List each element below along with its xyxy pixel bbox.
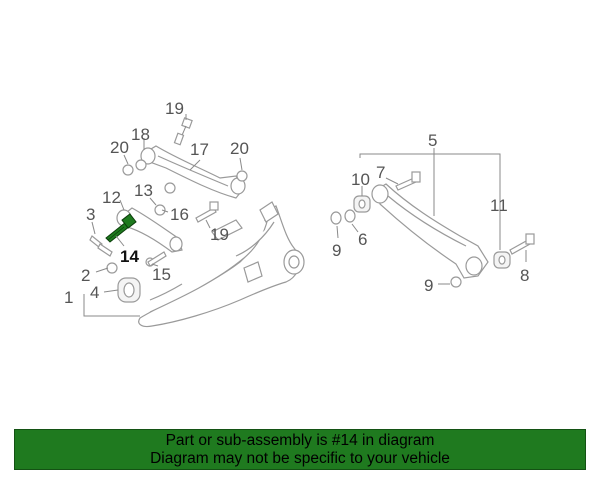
callout-9-bottom: 9 [424, 276, 433, 295]
callout-2: 2 [81, 266, 90, 285]
callout-19-lower: 19 [210, 225, 229, 244]
callout-3: 3 [86, 205, 95, 224]
callout-12: 12 [102, 188, 121, 207]
callout-16: 16 [170, 205, 189, 224]
callout-14: 14 [120, 247, 139, 266]
callout-4: 4 [90, 283, 99, 302]
callout-20-right: 20 [230, 139, 249, 158]
small-hardware-right [330, 171, 535, 288]
callout-18: 18 [131, 125, 150, 144]
callout-5: 5 [428, 131, 437, 150]
callout-labels: 19 18 17 20 20 13 12 16 3 14 19 2 15 1 4… [64, 99, 529, 307]
trailing-arm [138, 201, 305, 328]
info-banner: Part or sub-assembly is #14 in diagram D… [14, 429, 586, 470]
upper-arm-17 [140, 145, 246, 199]
callout-13: 13 [134, 181, 153, 200]
callout-20-left: 20 [110, 138, 129, 157]
callout-15: 15 [152, 265, 171, 284]
banner-line-2: Diagram may not be specific to your vehi… [150, 450, 450, 467]
leader-lines-right [336, 148, 527, 285]
leader-lines-left [83, 114, 243, 317]
callout-11: 11 [490, 196, 508, 215]
small-hardware-left [89, 159, 248, 303]
callout-9-left: 9 [332, 241, 341, 260]
callout-8: 8 [520, 266, 529, 285]
callout-19-top: 19 [165, 99, 184, 118]
callout-6: 6 [358, 230, 367, 249]
banner-line-1: Part or sub-assembly is #14 in diagram [165, 432, 435, 449]
bolt-19-top [173, 117, 193, 146]
callout-1: 1 [64, 288, 73, 307]
parts-diagram: 19 18 17 20 20 13 12 16 3 14 19 2 15 1 4… [64, 99, 535, 328]
lateral-arm-5 [371, 183, 489, 279]
callout-7: 7 [376, 163, 385, 182]
callout-10: 10 [351, 170, 370, 189]
callout-17: 17 [190, 140, 209, 159]
bolt-14-highlighted [105, 213, 137, 243]
lower-arm-12 [116, 207, 183, 253]
